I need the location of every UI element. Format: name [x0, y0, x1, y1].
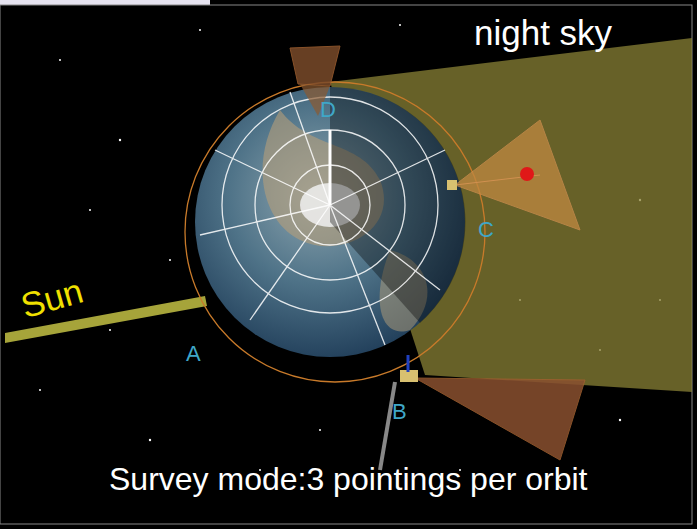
- position-letter: C: [478, 218, 494, 242]
- position-letter: D: [320, 98, 336, 122]
- position-letter: A: [186, 342, 201, 366]
- region-label: night sky: [474, 14, 612, 53]
- caption: Survey mode:3 pointings per orbit: [109, 462, 587, 497]
- position-letter: B: [392, 400, 407, 424]
